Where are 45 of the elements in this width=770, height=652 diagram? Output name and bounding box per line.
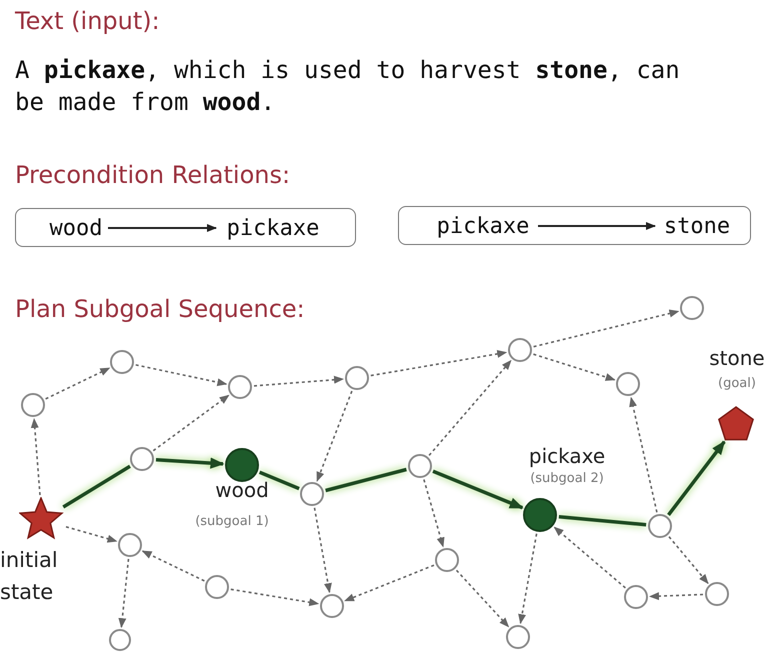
dotted-arrow (428, 360, 512, 456)
dotted-arrow (518, 534, 538, 624)
node-note: (subgoal 2) (530, 471, 604, 486)
dotted-arrow (152, 394, 230, 452)
relation-term: pickaxe (219, 211, 327, 247)
dotted-arrow (344, 564, 434, 602)
section-heading: Precondition Relations: (15, 160, 290, 190)
relation-box (15, 208, 356, 247)
dotted-arrow (423, 479, 444, 548)
node-note: (goal) (718, 376, 756, 391)
node-label: wood (215, 478, 269, 502)
node-note: (subgoal 1) (195, 514, 269, 529)
dotted-arrow (370, 350, 508, 376)
dotted-arrow (668, 536, 709, 584)
relation-term: wood (45, 211, 107, 247)
relation-box (398, 206, 751, 245)
plan-path-arrow (156, 458, 224, 469)
dotted-arrow (254, 376, 344, 387)
relation-term: stone (658, 209, 736, 245)
input-sentence: A pickaxe, which is used to harvest stone, can be made from wood. (15, 55, 681, 118)
arrow (538, 222, 656, 230)
node-label: initial state (0, 547, 59, 606)
node-label: stone (709, 346, 765, 370)
dotted-arrow (136, 364, 228, 386)
dotted-arrow (45, 367, 110, 400)
plan-path-arrow (667, 440, 726, 516)
dotted-arrow (230, 588, 320, 606)
dotted-arrow (314, 508, 332, 594)
dotted-arrow (142, 550, 205, 582)
arrow (108, 224, 217, 232)
dotted-arrow (533, 353, 616, 381)
node-label: pickaxe (528, 444, 606, 468)
dotted-arrow (30, 418, 41, 496)
dotted-arrow (533, 310, 680, 348)
relation-term: pickaxe (429, 209, 537, 245)
dotted-arrow (554, 526, 626, 588)
dotted-arrow (66, 526, 118, 543)
plan-path-arrow (432, 470, 524, 510)
dotted-arrow (649, 592, 704, 600)
section-heading: Text (input): (15, 6, 160, 36)
dotted-arrow (118, 558, 130, 628)
dotted-arrow (629, 396, 658, 512)
dotted-arrow (456, 570, 510, 628)
dotted-arrow (316, 390, 353, 482)
section-heading: Plan Subgoal Sequence: (15, 294, 305, 324)
